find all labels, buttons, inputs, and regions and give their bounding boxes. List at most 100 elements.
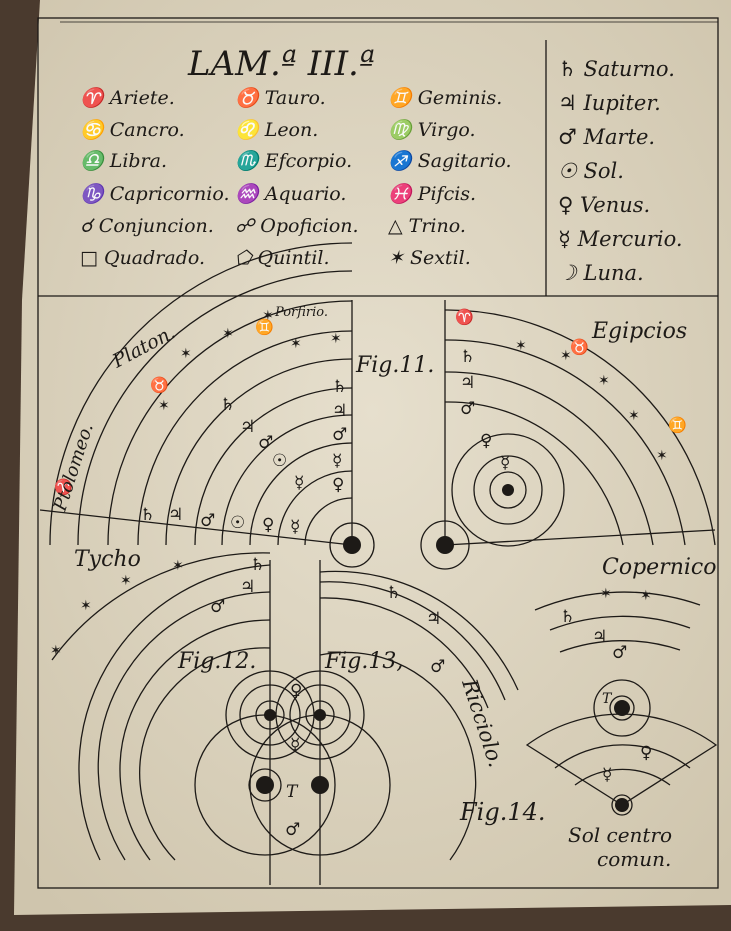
zodiac-marks: ♈ ♉ ♊ ♈ ♉ ♊: [54, 308, 687, 496]
svg-text:♉: ♉: [570, 338, 589, 356]
svg-text:☉: ☉: [272, 451, 287, 471]
svg-text:♄: ♄: [332, 377, 347, 397]
legend-planet-item: ♄ Saturno.: [558, 57, 675, 81]
svg-text:♄: ♄: [140, 505, 155, 525]
fixed-stars: ✶✶✶ ✶✶ ✶✶✶ ✶✶✶ ✶✶✶ ✶✶✶: [50, 308, 668, 659]
svg-text:✶: ✶: [598, 373, 610, 389]
legend-sign-item: ♏ Efcorpio.: [235, 149, 352, 172]
svg-text:☿: ☿: [290, 517, 300, 537]
svg-text:♊: ♊: [668, 416, 687, 434]
legend-sign-item: ✶ Sextil.: [388, 247, 471, 269]
svg-text:♃: ♃: [332, 401, 347, 421]
svg-text:☿: ☿: [290, 735, 300, 755]
svg-text:♂: ♂: [612, 643, 627, 663]
fig11-left-spheres: [39, 242, 375, 568]
legend-sign-item: ♉ Tauro.: [235, 86, 326, 109]
svg-text:✶: ✶: [600, 586, 612, 602]
svg-text:✶: ✶: [80, 598, 92, 614]
legend-sign-item: ⬠ Quintil.: [235, 247, 330, 269]
legend-sign-item: □ Quadrado.: [80, 247, 205, 269]
svg-text:♉: ♉: [150, 376, 169, 394]
fig11-right-spheres: [420, 309, 716, 570]
svg-text:☿: ☿: [500, 453, 510, 473]
legend-sign-item: ♋ Cancro.: [80, 118, 185, 141]
svg-text:✶: ✶: [656, 448, 668, 464]
celestial-bodies: [256, 484, 630, 812]
svg-text:♈: ♈: [54, 478, 73, 496]
plate-title: LAM.ª III.ª: [187, 44, 375, 84]
fig13-sun: [314, 709, 326, 721]
svg-text:♃: ♃: [592, 627, 607, 647]
fig14-sun: [615, 798, 629, 812]
svg-text:✶: ✶: [330, 331, 342, 347]
fig11-egipcios-label: Egipcios: [591, 319, 687, 344]
fig12-earth: [256, 776, 274, 794]
svg-text:✶: ✶: [628, 408, 640, 424]
fig11-porfirio-label: Porfirio.: [274, 305, 328, 320]
legend-sign-item: ♐ Sagitario.: [388, 149, 512, 172]
svg-text:☉: ☉: [230, 513, 245, 533]
svg-text:♀: ♀: [332, 475, 344, 495]
legend: LAM.ª III.ª ♈ Ariete.♉ Tauro.♊ Geminis.♋…: [80, 44, 683, 285]
svg-text:♂: ♂: [258, 433, 273, 453]
fig14-copernico-label: Copernico: [602, 555, 716, 580]
svg-text:♄: ♄: [560, 607, 575, 627]
svg-text:♂: ♂: [460, 399, 475, 419]
svg-text:♀: ♀: [640, 743, 652, 763]
svg-text:♄: ♄: [220, 395, 235, 415]
legend-sign-item: ☌ Conjuncion.: [80, 215, 214, 237]
fig11-label: Fig.11.: [355, 353, 434, 378]
legend-planet-item: ☉ Sol.: [558, 159, 624, 183]
fig12-sun: [264, 709, 276, 721]
legend-planet-item: ♃ Iupiter.: [558, 91, 661, 115]
earth-mark-fig12-13: T: [286, 782, 299, 802]
svg-text:✶: ✶: [640, 588, 652, 604]
svg-text:♃: ♃: [168, 505, 183, 525]
svg-text:✶: ✶: [262, 308, 274, 324]
legend-sign-item: ♎ Libra.: [80, 149, 167, 172]
svg-text:♂: ♂: [430, 657, 445, 677]
legend-planet-item: ♂ Marte.: [558, 125, 655, 149]
paper-sheet: [14, 0, 731, 915]
legend-sign-item: ♑ Capricornio.: [80, 182, 230, 205]
svg-text:♄: ♄: [250, 555, 265, 575]
svg-text:✶: ✶: [290, 336, 302, 352]
svg-text:✶: ✶: [515, 338, 527, 354]
svg-text:☿: ☿: [332, 451, 342, 471]
fig12-tycho-label: Tycho: [74, 547, 141, 572]
fig11-earth-right: [436, 536, 454, 554]
legend-sign-item: ♌ Leon.: [235, 118, 318, 141]
svg-text:✶: ✶: [172, 558, 184, 574]
svg-text:✶: ✶: [158, 398, 170, 414]
svg-text:♈: ♈: [455, 308, 474, 326]
legend-sign-item: ♊ Geminis.: [388, 86, 502, 109]
legend-planet-item: ☽ Luna.: [558, 261, 644, 285]
legend-planet-item: ♀ Venus.: [558, 193, 650, 217]
svg-text:♂: ♂: [285, 820, 300, 840]
svg-text:♀: ♀: [480, 431, 492, 451]
svg-text:♊: ♊: [255, 318, 274, 336]
fig11-egypt-sun: [502, 484, 514, 496]
svg-text:♄: ♄: [386, 583, 401, 603]
svg-text:♀: ♀: [262, 515, 274, 535]
svg-text:♂: ♂: [200, 511, 215, 531]
legend-planet-item: ☿ Mercurio.: [558, 227, 683, 251]
fig14-caption-line1: Sol centro: [568, 823, 672, 847]
svg-text:♂: ♂: [332, 425, 347, 445]
fig13-earth: [311, 776, 329, 794]
svg-text:✶: ✶: [222, 326, 234, 342]
svg-text:✶: ✶: [180, 346, 192, 362]
svg-text:♂: ♂: [210, 597, 225, 617]
fig11-earth-left: [343, 536, 361, 554]
earth-mark-fig14: T: [602, 691, 613, 707]
fig12-label: Fig.12.: [177, 649, 256, 674]
svg-text:♄: ♄: [460, 347, 475, 367]
svg-text:☿: ☿: [602, 765, 612, 785]
fig14-copernicus-spheres: [525, 591, 718, 816]
legend-sign-item: ☍ Opoficion.: [235, 215, 359, 237]
svg-text:✶: ✶: [120, 573, 132, 589]
fig14-earth: [614, 700, 630, 716]
svg-text:♀: ♀: [290, 681, 302, 701]
svg-text:✶: ✶: [50, 643, 62, 659]
planet-legend: ♄ Saturno. ♃ Iupiter. ♂ Marte. ☉ Sol. ♀ Venu…: [558, 57, 683, 285]
